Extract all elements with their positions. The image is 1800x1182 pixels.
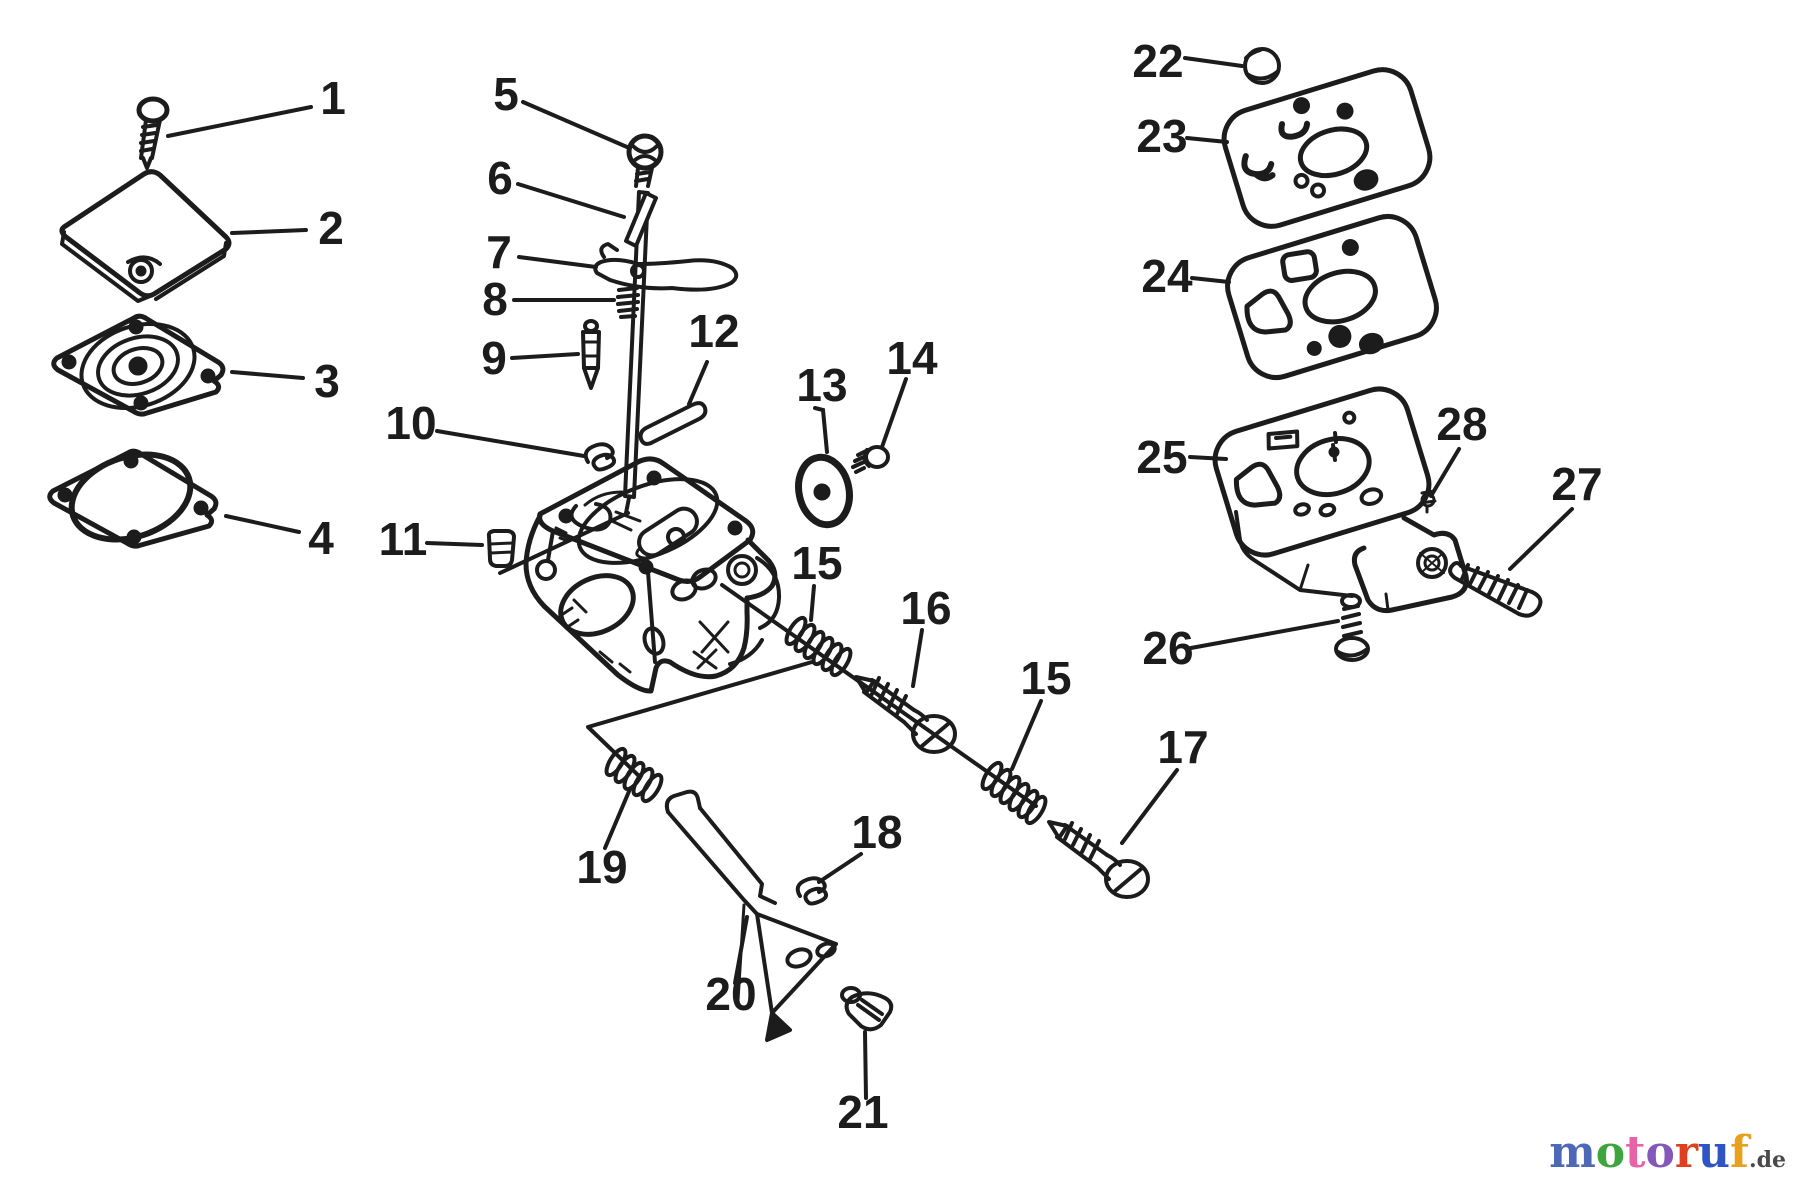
leader-line-18 [817,852,863,884]
part-16-adjustment-needle [854,675,957,754]
leader-line-7 [517,255,598,269]
part-number-21: 21 [837,1086,888,1138]
part-number-15: 15 [791,537,842,589]
leader-line-3 [230,370,305,380]
part-number-11: 11 [379,513,428,565]
part-5-screw [626,133,664,188]
leader-line-15 [1010,699,1043,771]
leader-line-24 [1190,276,1231,284]
part-number-25: 25 [1136,431,1187,483]
part-number-6: 6 [487,152,513,204]
part-14-screw [851,445,890,474]
part-number-9: 9 [481,332,507,384]
leader-line-5 [521,100,629,149]
part-9-needle [581,319,601,390]
part-number-23: 23 [1136,110,1187,162]
part-number-18: 18 [851,806,902,858]
part-number-28: 28 [1436,398,1487,450]
part-number-16: 16 [900,582,951,634]
part-28-screw [1419,489,1437,514]
callout-layer: 1234567891011121314151615171819202122232… [166,35,1603,1138]
part-4-gasket [47,448,219,549]
part-number-12: 12 [688,305,739,357]
part-15-spring-a [784,615,853,678]
leader-line-25 [1188,455,1228,461]
part-3-diaphragm [51,313,226,417]
part-22-cap [1243,47,1281,85]
part-10-clip [583,442,617,472]
part-number-26: 26 [1142,622,1193,674]
part-number-27: 27 [1551,458,1602,510]
part-20-throttle-shaft [664,789,838,1042]
part-27-screw [1448,561,1543,618]
part-number-24: 24 [1141,250,1193,302]
part-24-pump-gasket [1225,214,1439,380]
leader-line-27 [1508,507,1574,571]
leader-line-1 [166,105,313,138]
leader-line-23 [1185,136,1229,144]
part-number-1: 1 [320,72,346,124]
part-13-throttle-disc [795,453,853,529]
part-number-17: 17 [1157,721,1208,773]
part-21-screw [840,986,894,1032]
motoruf-watermark: motoruf.de [1549,1127,1786,1178]
part-18-clip [795,876,829,906]
part-number-15: 15 [1020,652,1071,704]
part-7-lever [593,242,739,292]
part-25-pump-plate [1212,386,1469,613]
part-number-10: 10 [385,397,436,449]
part-26-screw [1334,593,1370,662]
part-12-pin [638,401,708,446]
leader-line-20 [733,915,749,985]
part-number-7: 7 [486,226,512,278]
leader-line-10 [435,429,586,458]
part-1-screw [136,96,170,170]
leader-line-17 [1120,768,1179,845]
part-number-20: 20 [705,968,756,1020]
part-number-19: 19 [576,841,627,893]
leader-line-6 [516,182,626,219]
part-number-4: 4 [308,512,334,564]
leader-line-26 [1189,619,1340,650]
leader-line-15 [809,584,816,622]
part-number-3: 3 [314,355,340,407]
leader-line-13 [813,406,829,454]
part-number-8: 8 [482,273,508,325]
part-15-spring-b [980,760,1048,826]
leader-line-22 [1183,56,1244,68]
part-23-pump-diaphragm [1221,67,1433,229]
part-number-22: 22 [1132,35,1183,87]
part-number-13: 13 [796,359,847,411]
leader-line-19 [603,787,632,850]
leader-line-9 [510,352,580,360]
part-11-plug [486,529,516,568]
part-6-pin [624,191,658,248]
part-number-14: 14 [886,332,938,384]
leader-line-11 [425,541,484,547]
part-number-2: 2 [318,202,344,254]
leader-line-21 [863,1030,868,1100]
leader-line-14 [880,377,908,449]
leader-line-2 [230,228,308,235]
carburetor-body [523,456,782,694]
part-2-cover [59,169,232,303]
leader-line-4 [224,514,301,534]
part-17-adjustment-needle [1047,820,1150,899]
part-number-5: 5 [493,68,519,120]
leader-line-12 [687,360,709,406]
part-19-spring [604,746,664,804]
leader-line-16 [911,628,924,688]
leader-line-28 [1429,447,1461,498]
part-8-spring [616,286,640,319]
